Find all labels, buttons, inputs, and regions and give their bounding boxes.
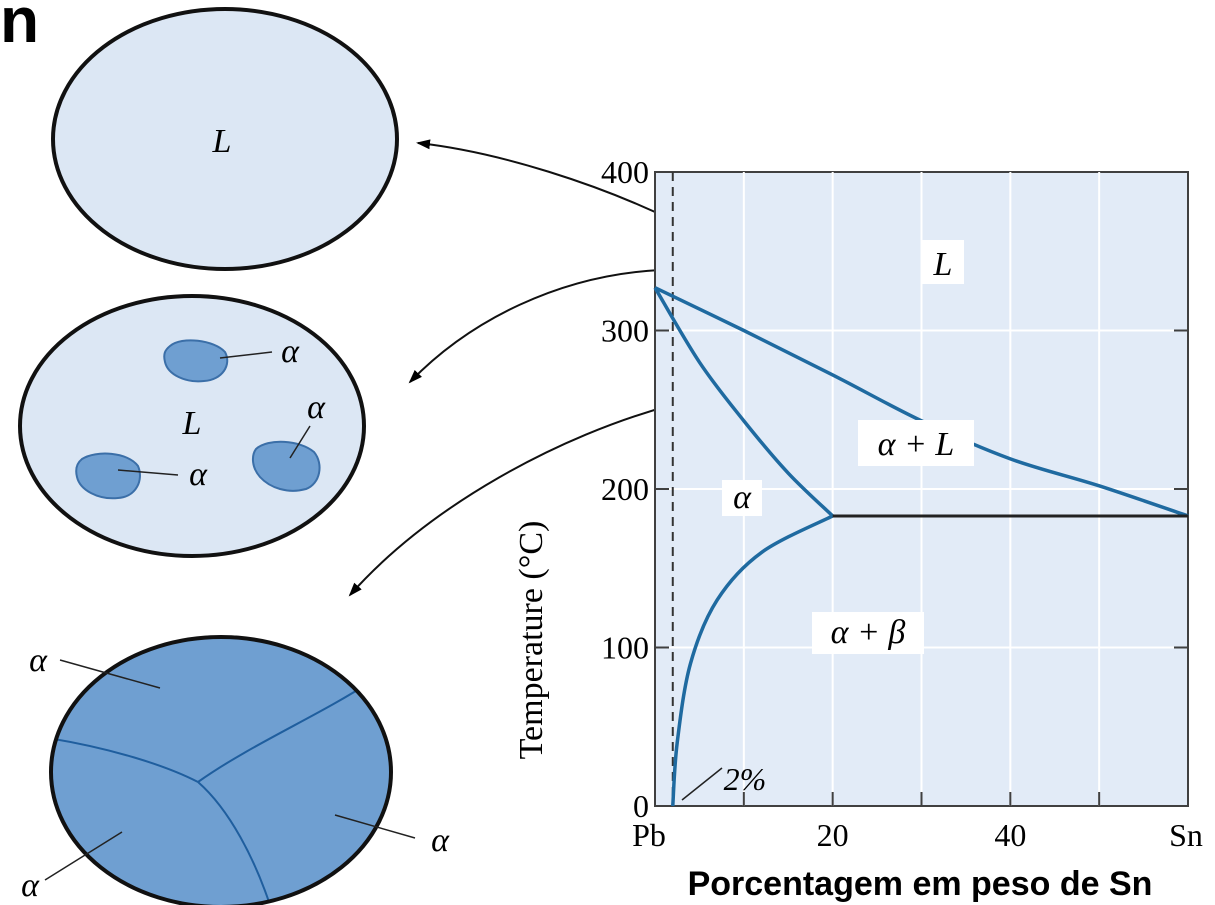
phase-diagram-plot: 0 100 200 300 400 Pb 20 40 Sn Temperatur… — [513, 154, 1203, 903]
composition-marker-label: 2% — [724, 761, 767, 797]
y-axis-title: Temperature (°C) — [513, 521, 550, 760]
x-tick-label: 20 — [817, 817, 849, 853]
y-tick-label: 100 — [601, 630, 649, 666]
region-label-alpha: α — [733, 479, 752, 516]
micro-top: L — [53, 9, 397, 269]
grain-label: α — [29, 642, 48, 679]
x-axis-title: Porcentagem em peso de Sn — [688, 865, 1153, 903]
x-tick-label: Pb — [632, 817, 666, 853]
micro-middle: α α α L — [20, 296, 364, 556]
region-label-liquid: L — [933, 246, 953, 283]
crystal-label: α — [281, 333, 300, 370]
x-tick-label: 40 — [994, 817, 1026, 853]
y-tick-label: 400 — [601, 154, 649, 190]
alpha-crystal — [164, 340, 227, 381]
x-tick-labels: Pb 20 40 Sn — [632, 817, 1203, 853]
micro-bottom: α α α — [21, 637, 450, 905]
x-tick-label: Sn — [1169, 817, 1203, 853]
y-tick-labels: 0 100 200 300 400 — [601, 154, 649, 824]
micro-top-label: L — [212, 123, 232, 160]
grain-label: α — [431, 822, 450, 859]
micro-middle-liquid-label: L — [182, 405, 202, 442]
grain-label: α — [21, 867, 40, 904]
region-label-alpha-beta: α + β — [831, 614, 906, 651]
crystal-label: α — [307, 389, 326, 426]
y-tick-label: 300 — [601, 313, 649, 349]
region-label-alpha-liquid: α + L — [878, 426, 955, 463]
crystal-label: α — [189, 456, 208, 493]
y-tick-label: 200 — [601, 471, 649, 507]
